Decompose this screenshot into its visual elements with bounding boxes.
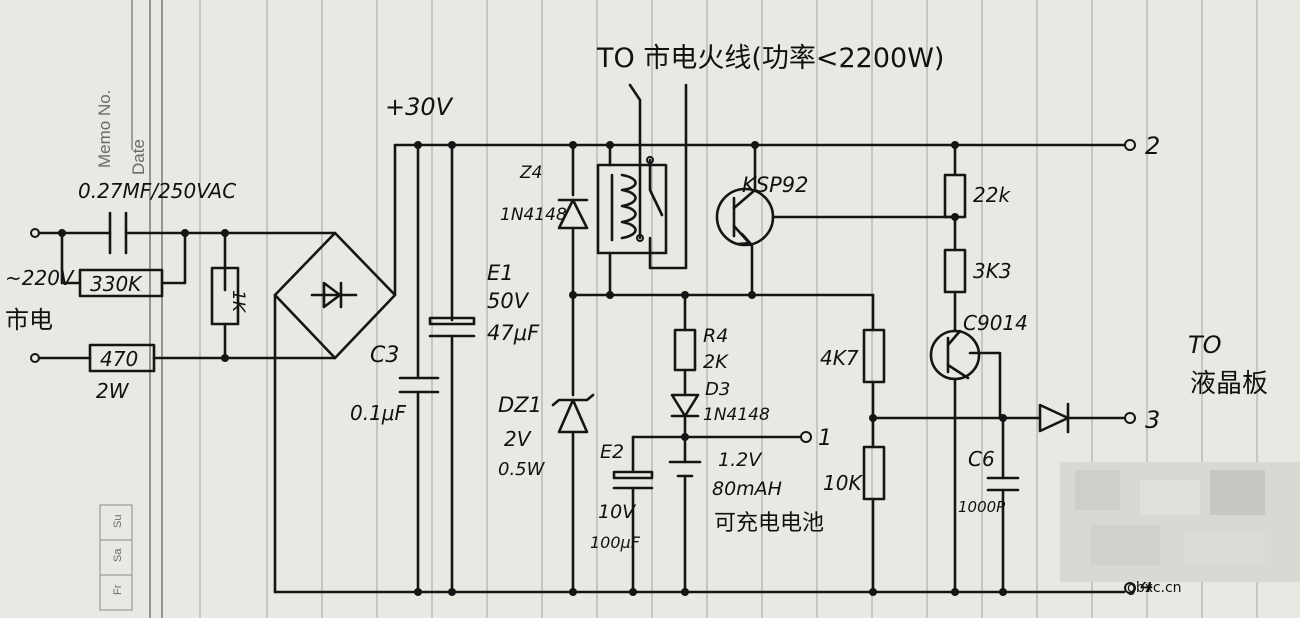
relay: [596, 83, 688, 297]
dz1-name: DZ1: [498, 393, 542, 417]
c6-value: 1000P: [958, 498, 1006, 516]
c3-value: 0.1μF: [350, 401, 407, 425]
mosaic-blur: [1060, 462, 1300, 582]
title-label: TO 市电火线(功率<2200W): [596, 43, 944, 74]
battery-label: 可充电电池: [714, 511, 824, 536]
battery-capacity: 80mAH: [712, 478, 782, 500]
e2-value: 100μF: [590, 533, 641, 552]
e1-capacitor: E1 50V 47μF: [428, 143, 540, 594]
battery-column: R4 2K D3 1N4148 1.2V 80mAH 可充电电池 E2 10V …: [590, 293, 832, 594]
e1-voltage: 50V: [487, 289, 530, 313]
r4-value: 2K: [703, 351, 729, 373]
r470-power-label: 2W: [96, 379, 130, 403]
day-sa: Sa: [112, 548, 124, 562]
r10k-label: 10K: [823, 471, 863, 495]
c3-name: C3: [370, 343, 399, 368]
terminal-2-label: 2: [1145, 132, 1160, 160]
lcd-to-label: TO: [1188, 331, 1222, 359]
day-su: Su: [112, 515, 124, 528]
r22k-label: 22k: [973, 183, 1011, 207]
z4-name: Z4: [519, 163, 542, 183]
dz1-voltage: 2V: [504, 427, 532, 451]
lcd-label: 液晶板: [1190, 369, 1268, 399]
c3-capacitor: C3 0.1μF: [350, 143, 440, 594]
z4-part: 1N4148: [500, 205, 567, 225]
mains-label: 市电: [5, 306, 53, 334]
r4k7-label: 4K7: [820, 346, 859, 370]
e1-name: E1: [487, 261, 514, 285]
d3-part: 1N4148: [703, 405, 770, 425]
r4-name: R4: [703, 325, 728, 347]
transistor-column: 22k 3K3 C9014 C6 1000P 3: [929, 143, 1160, 594]
r470-label: 470: [100, 347, 138, 371]
input-cap-label: 0.27MF/250VAC: [78, 179, 236, 203]
memo-no-label: Memo No.: [95, 90, 114, 168]
ksp92-transistor: KSP92: [715, 143, 957, 297]
junction-dots: [58, 141, 1007, 596]
r3k3-label: 3K3: [973, 259, 1012, 283]
r330k-label: 330K: [90, 272, 143, 296]
battery-voltage: 1.2V: [718, 449, 763, 471]
input-section: ~220V 市电 0.27MF/250VAC 330K 1K 470 2W: [5, 143, 397, 594]
e2-name: E2: [600, 441, 624, 463]
d3-name: D3: [705, 379, 730, 400]
mains-voltage-label: ~220V: [5, 266, 75, 290]
terminal-1-label: 1: [818, 426, 832, 451]
e2-voltage: 10V: [598, 501, 637, 523]
day-fr: Fr: [112, 584, 124, 595]
terminal-3-label: 3: [1145, 406, 1160, 434]
divider-column: 4K7 10K: [820, 293, 1042, 594]
memo-header: Memo No. Date Su Sa Fr: [95, 0, 148, 611]
watermark: gbxc.cn: [1127, 580, 1182, 596]
c9014-label: C9014: [963, 311, 1028, 335]
dz1-power: 0.5W: [498, 459, 546, 480]
ksp92-label: KSP92: [742, 173, 809, 197]
date-label: Date: [129, 139, 148, 175]
supply-voltage-label: +30V: [385, 93, 454, 121]
c6-name: C6: [968, 447, 995, 471]
e1-value: 47μF: [487, 321, 540, 345]
diode-column: Z4 1N4148 DZ1 2V 0.5W: [498, 143, 875, 594]
r1k-label: 1K: [228, 290, 248, 314]
